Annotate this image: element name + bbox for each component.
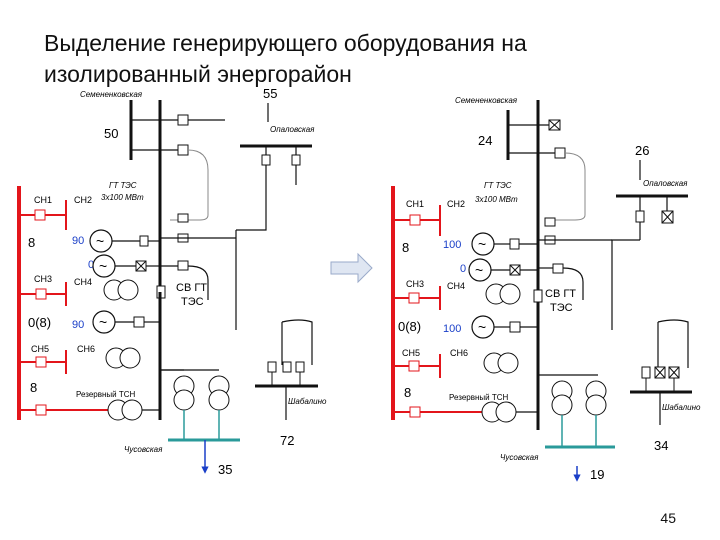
right-ch1: СН1: [406, 199, 424, 209]
left-plant-capacity: 3х100 МВт: [101, 193, 144, 202]
left-breaker: [177, 114, 189, 126]
right-gen-100a: 100: [443, 239, 461, 251]
left-bus-shabalino: Шабалино: [288, 397, 327, 406]
right-load-8b: 8: [404, 385, 411, 400]
svg-text:~: ~: [478, 236, 486, 252]
left-sv-gt: СВ ГТ: [176, 282, 207, 294]
left-load-8a: 8: [28, 235, 35, 250]
left-reserve-tsn: Резервный ТСН: [76, 390, 136, 399]
page-number: 45: [660, 510, 676, 526]
right-gen-100b: 100: [443, 323, 461, 335]
left-load-8b: 8: [30, 380, 37, 395]
left-flow-72: 72: [280, 433, 294, 448]
svg-text:~: ~: [475, 262, 483, 278]
left-flow-35: 35: [218, 462, 232, 477]
right-ch2: СН2: [447, 199, 465, 209]
transition-arrow-icon: [330, 252, 373, 284]
right-load-0-8: 0(8): [398, 319, 421, 334]
right-sv-gt: СВ ГТ: [545, 288, 576, 300]
left-ch4: СН4: [74, 277, 92, 287]
left-load-0-8: 0(8): [28, 315, 51, 330]
right-bus-shabalino: Шабалино: [662, 403, 701, 412]
right-flow-24: 24: [478, 133, 492, 148]
right-load-8a: 8: [402, 240, 409, 255]
left-bus-opalevskaya: Опаловская: [270, 125, 315, 134]
left-bus-chusovskaya: Чусовская: [124, 445, 163, 454]
right-tes: ТЭС: [550, 302, 573, 314]
left-bus-semenenkovskaya: Семененковская: [80, 90, 143, 99]
left-diagram: Семененковская 50 55 Опаловская ГТ ТЭС 3…: [17, 86, 327, 477]
right-bus-opalevskaya: Опаловская: [643, 179, 688, 188]
svg-text:~: ~: [99, 314, 107, 330]
right-ch3: СН3: [406, 279, 424, 289]
right-gen-0: 0: [460, 263, 466, 275]
right-plant-label: ГТ ТЭС: [484, 181, 512, 190]
right-diagram: Семененковская 24 26 Опаловская ГТ ТЭС 3…: [391, 96, 701, 482]
svg-text:~: ~: [96, 233, 104, 249]
left-ch1: СН1: [34, 195, 52, 205]
right-flow-34: 34: [654, 438, 668, 453]
svg-text:~: ~: [99, 258, 107, 274]
left-flow-50: 50: [104, 126, 118, 141]
left-ch2: СН2: [74, 195, 92, 205]
right-ch4: СН4: [447, 281, 465, 291]
left-flow-55: 55: [263, 86, 277, 101]
svg-text:~: ~: [478, 319, 486, 335]
left-ch5: СН5: [31, 344, 49, 354]
right-ch5: СН5: [402, 348, 420, 358]
left-gen-90a: 90: [72, 235, 84, 247]
left-ch6: СН6: [77, 344, 95, 354]
right-ch6: СН6: [450, 348, 468, 358]
right-flow-26: 26: [635, 143, 649, 158]
left-tes: ТЭС: [181, 296, 204, 308]
left-gen-0: 0: [88, 259, 94, 271]
slide-title: Выделение генерирующего оборудования на …: [44, 30, 527, 87]
right-reserve-tsn: Резервный ТСН: [449, 393, 509, 402]
right-flow-19: 19: [590, 467, 604, 482]
left-gen-90b: 90: [72, 319, 84, 331]
right-bus-semenenkovskaya: Семененковская: [455, 96, 518, 105]
left-plant-label: ГТ ТЭС: [109, 181, 137, 190]
left-ch3: СН3: [34, 274, 52, 284]
right-bus-chusovskaya: Чусовская: [500, 453, 539, 462]
right-plant-capacity: 3х100 МВт: [475, 195, 518, 204]
